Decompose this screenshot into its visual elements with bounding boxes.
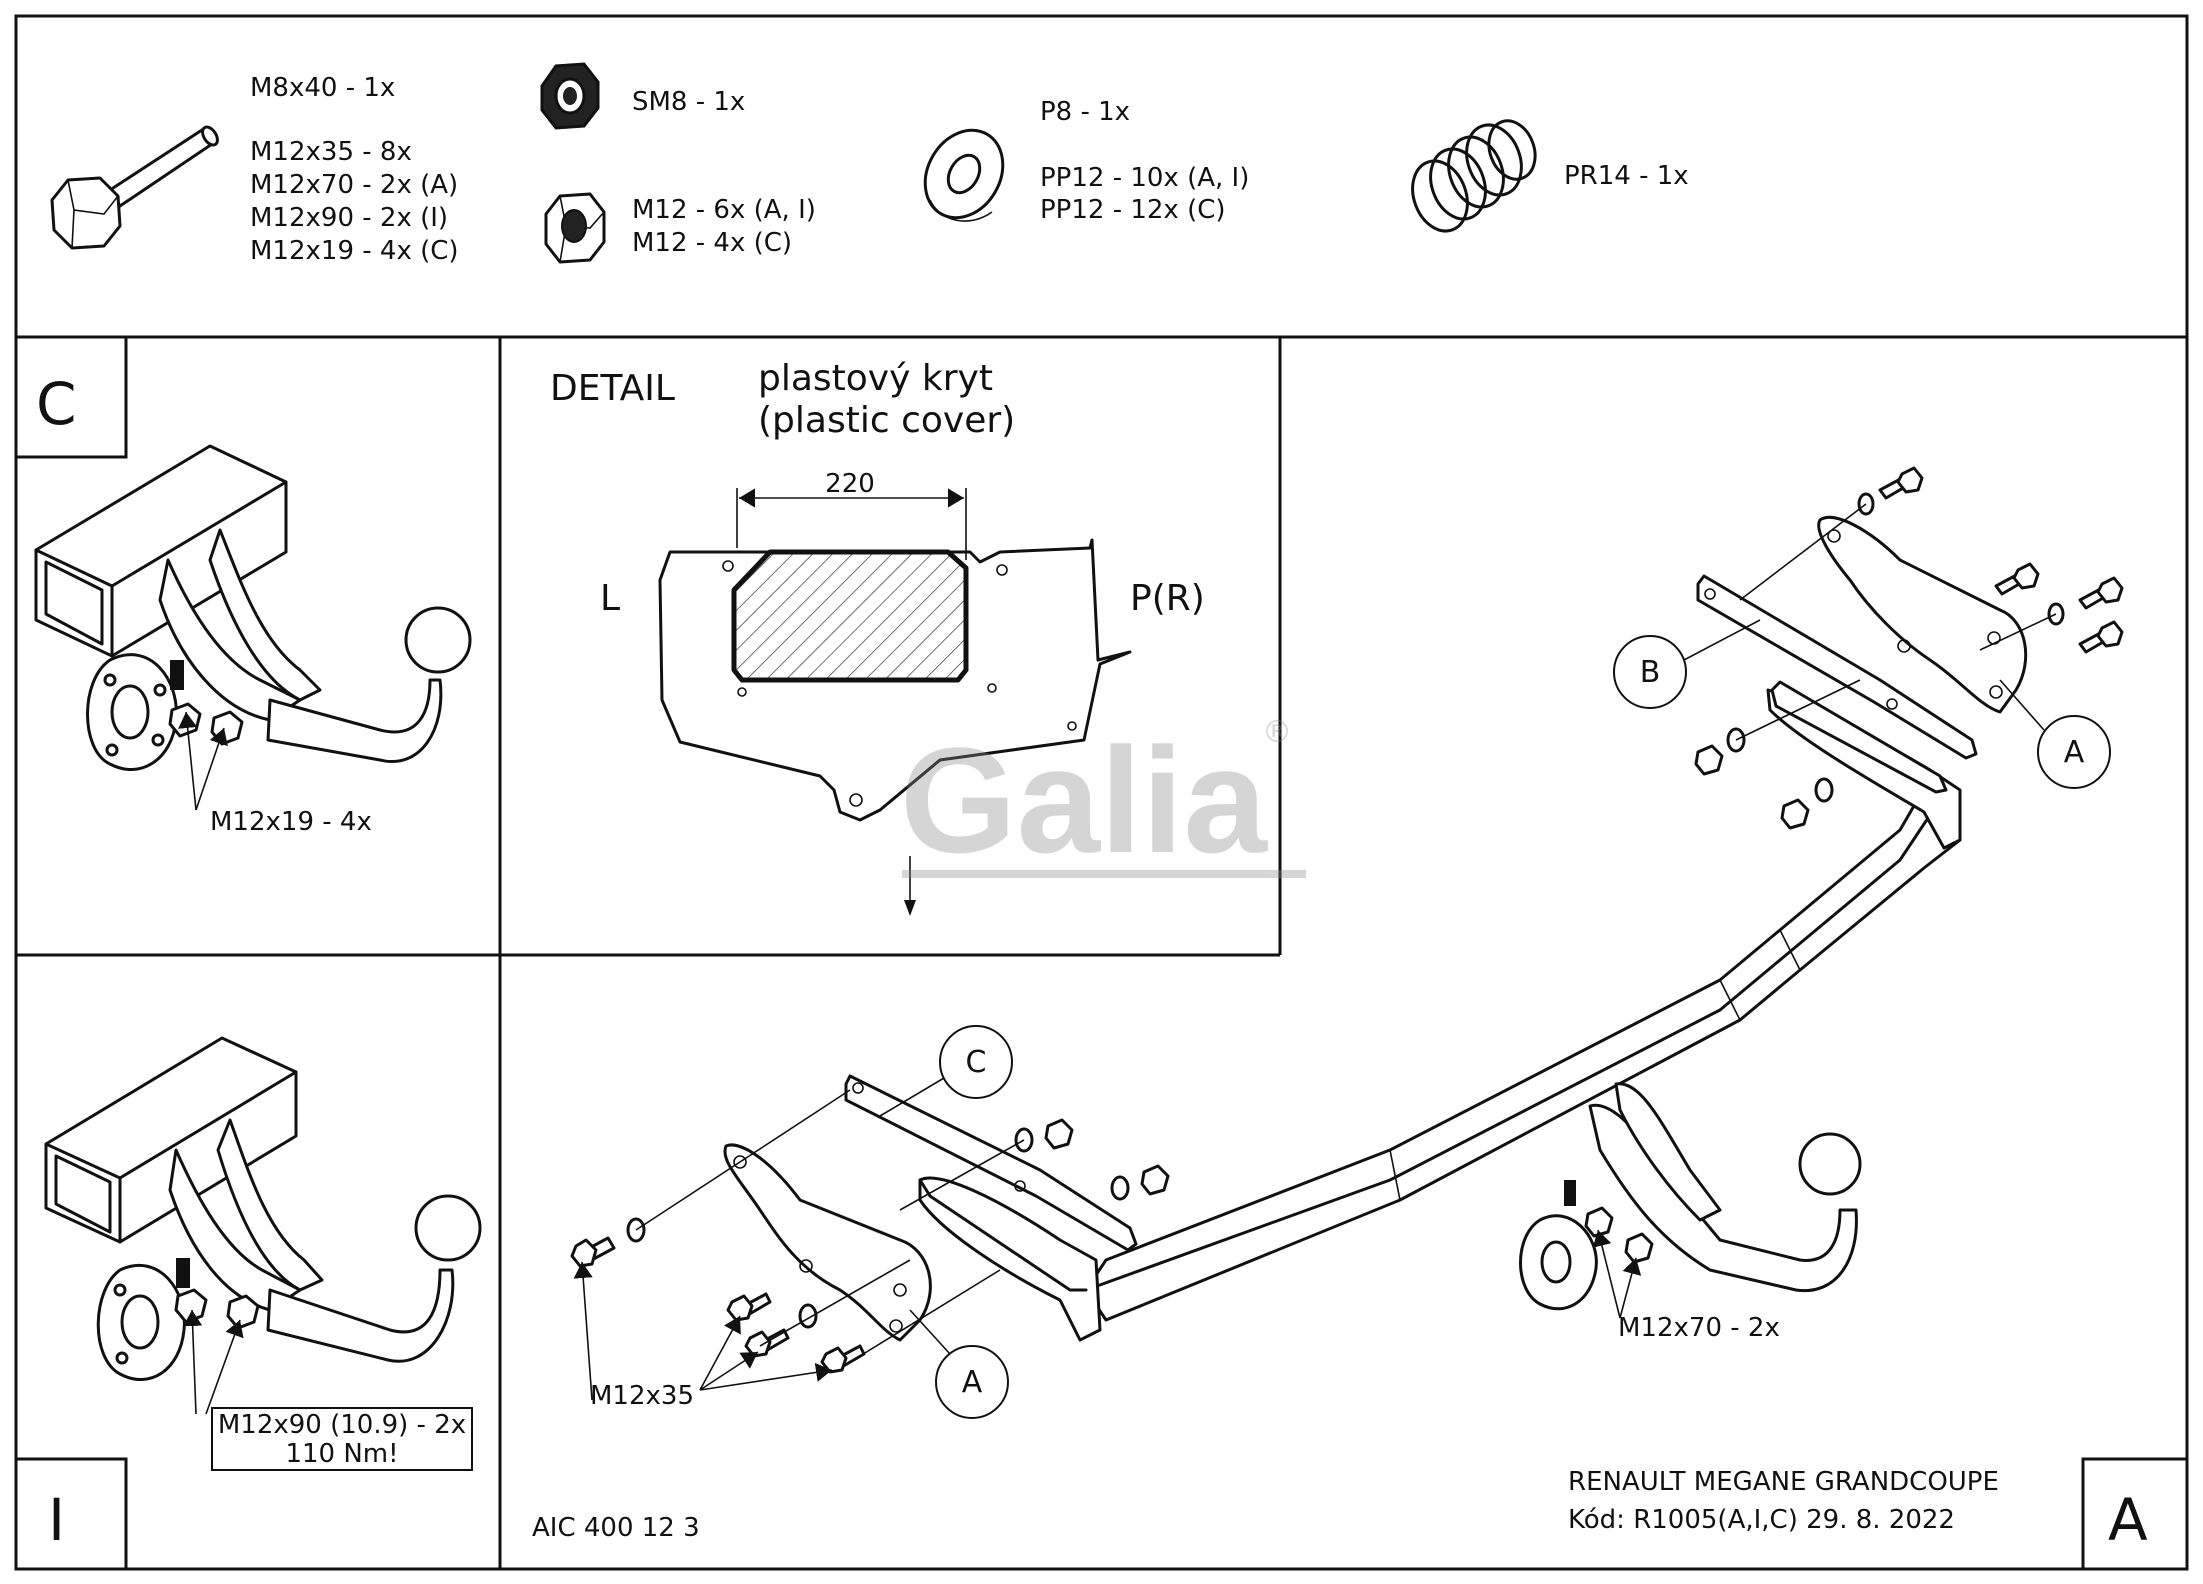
socket-flange-plate	[96, 1263, 186, 1381]
nut-icon	[226, 1294, 260, 1330]
tow-arm	[266, 1268, 455, 1363]
bolt-icon	[170, 660, 184, 690]
washer-label-0: P8 - 1x	[1040, 97, 1130, 127]
left-side-label: L	[600, 578, 620, 619]
washer-label-1: PP12 - 10x (A, I)	[1040, 163, 1249, 193]
bolt-label-2: M12x70 - 2x (A)	[250, 170, 458, 200]
bumper-outline	[658, 538, 1132, 822]
plastic-cover-cutout	[731, 549, 969, 683]
nut-icon	[210, 710, 244, 746]
nut-m12-label-0: M12 - 6x (A, I)	[632, 195, 816, 225]
callout-a-lower-circle	[935, 1345, 1009, 1419]
parts-row: M8x40 - 1x M12x35 - 8x M12x70 - 2x (A) M…	[50, 62, 1689, 266]
bolt-label-0: M8x40 - 1x	[250, 73, 395, 103]
code-left: AIC 400 12 3	[532, 1513, 700, 1543]
main-tow-arm	[1588, 1103, 1858, 1293]
main-tow-ball	[1798, 1132, 1862, 1196]
callout-c-circle	[939, 1025, 1013, 1099]
nut-icon	[168, 702, 202, 738]
code-line: Kód: R1005(A,I,C) 29. 8. 2022	[1568, 1505, 1955, 1535]
panel-i: I M12x90 (10.9) - 2x 110 Nm!	[44, 1036, 482, 1554]
main-assembly: B A C A M12x35 M12x70 - 2x	[570, 466, 2124, 1419]
panel-i-letter: I	[48, 1486, 65, 1554]
spring-label: PR14 - 1x	[1564, 161, 1689, 191]
bolt-icon	[50, 125, 219, 250]
watermark-registered: ®	[1262, 715, 1292, 750]
panel-c-letter: C	[36, 370, 77, 438]
detail-title: DETAIL	[550, 368, 675, 409]
title-block: AIC 400 12 3 RENAULT MEGANE GRANDCOUPE K…	[532, 1467, 2148, 1554]
callout-b-circle	[1613, 635, 1687, 709]
callout-a-upper-circle	[2037, 715, 2111, 789]
socket-flange-plate	[86, 653, 178, 771]
dimension-220: 220	[825, 469, 875, 499]
panel-c: C M12x19 - 4x	[34, 370, 472, 837]
callout-a-lower: A	[962, 1365, 983, 1400]
callout-c: C	[966, 1045, 987, 1080]
right-side-label: P(R)	[1130, 578, 1205, 619]
tow-ball	[404, 606, 472, 674]
main-socket-plate	[1519, 1214, 1598, 1311]
bolt-label-1: M12x35 - 8x	[250, 137, 412, 167]
hex-nut-icon	[544, 192, 606, 264]
bolt-label-3: M12x90 - 2x (I)	[250, 203, 448, 233]
washer-icon	[923, 128, 1005, 222]
panel-a-letter: A	[2108, 1486, 2148, 1554]
nut-m12-label-1: M12 - 4x (C)	[632, 228, 792, 258]
receiver-tube	[44, 1036, 298, 1244]
receiver-tube	[34, 444, 288, 658]
bolt-callout-m12x70: M12x70 - 2x	[1618, 1313, 1780, 1343]
panel-i-callout-line1: M12x90 (10.9) - 2x	[218, 1410, 466, 1440]
detail-panel: DETAIL plastový kryt (plastic cover) 220…	[550, 358, 1205, 916]
cover-label-cz: plastový kryt	[758, 358, 993, 399]
vehicle-name: RENAULT MEGANE GRANDCOUPE	[1568, 1467, 1999, 1497]
nut-icon	[174, 1288, 208, 1324]
lock-nut-icon	[540, 62, 600, 130]
cover-label-en: (plastic cover)	[758, 400, 1015, 441]
left-bracket-a	[723, 1143, 932, 1342]
nut-sm8-label: SM8 - 1x	[632, 87, 745, 117]
spring-washer-icon	[1411, 119, 1537, 233]
left-bracket-c	[844, 1074, 1138, 1252]
tow-arm	[266, 678, 443, 763]
bolt-label-4: M12x19 - 4x (C)	[250, 236, 459, 266]
washer-label-2: PP12 - 12x (C)	[1040, 195, 1226, 225]
panel-c-bolt-callout: M12x19 - 4x	[210, 807, 372, 837]
callout-b: B	[1640, 655, 1661, 690]
callout-a-upper: A	[2064, 735, 2085, 770]
watermark-text: Galia	[900, 716, 1268, 884]
bolt-icon	[176, 1258, 190, 1288]
panel-i-callout-line2: 110 Nm!	[285, 1439, 398, 1469]
nut-icon	[1624, 1232, 1654, 1264]
bolt-callout-m12x35: M12x35	[590, 1381, 694, 1411]
tow-ball	[414, 1194, 482, 1262]
bolt-icon	[1564, 1180, 1576, 1206]
right-bracket-b	[1696, 574, 1978, 760]
loose-fasteners-right	[1694, 466, 2124, 830]
sheet-frames	[14, 14, 2189, 1571]
galia-watermark: Galia ®	[900, 715, 1306, 884]
assembly-lines	[635, 503, 2057, 1357]
right-bracket-a	[1817, 515, 2028, 714]
